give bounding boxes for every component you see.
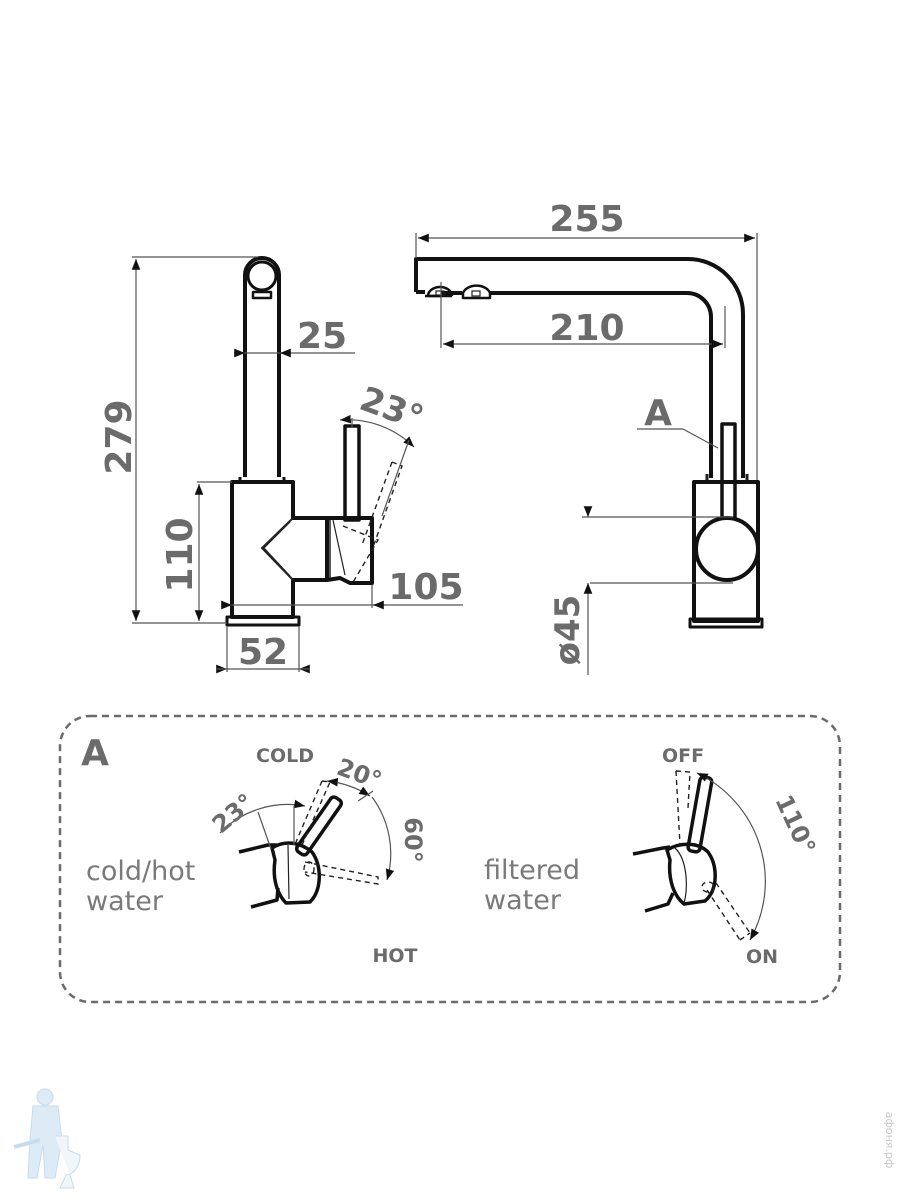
dim-23-label: 23°	[355, 379, 429, 439]
side-spout	[238, 256, 286, 482]
dim-255-label: 255	[549, 199, 624, 240]
mixer-caption-line2: water	[86, 886, 164, 917]
filter-caption-line1: filtered	[484, 855, 580, 886]
side-view: 279 110 25 52 105	[99, 256, 464, 674]
dim-body-height: 110	[160, 481, 232, 621]
site-watermark: афоня.рф	[883, 1112, 896, 1169]
dim-height-total: 279	[99, 256, 258, 624]
dim-279-label: 279	[99, 399, 140, 474]
detail-a-callout: A	[637, 393, 719, 449]
filter-lever-diagram: filtered water OFF ON 110°	[484, 745, 821, 968]
dim-25-label: 25	[297, 316, 347, 357]
mixer-angle-60-label: 60°	[399, 817, 427, 862]
cold-label: COLD	[256, 745, 314, 767]
mixer-angle-20-label: 20°	[333, 753, 385, 795]
off-label: OFF	[662, 745, 704, 767]
detail-a-title: A	[81, 733, 109, 774]
dim-52-label: 52	[238, 632, 288, 673]
dim-210-label: 210	[549, 308, 624, 349]
hot-label: HOT	[372, 945, 417, 967]
plumber-mascot-icon	[13, 1088, 81, 1189]
on-label: ON	[746, 946, 778, 968]
dim-base-width: 52	[216, 626, 310, 674]
mixer-caption-line1: cold/hot	[86, 856, 195, 887]
dim-105-label: 105	[388, 567, 463, 608]
dim-outlet-reach: 210	[440, 282, 726, 349]
front-spout	[414, 257, 749, 482]
detail-a-panel: A cold/hot water COLD HOT 23° 20° 60°	[58, 714, 842, 1004]
mixer-lever-diagram: cold/hot water COLD HOT 23° 20° 60°	[86, 745, 427, 967]
side-body	[225, 424, 403, 627]
mixer-angle-23-label: 23°	[207, 788, 260, 839]
filter-caption-line2: water	[484, 885, 562, 916]
dim-spout-width: 25	[234, 316, 355, 358]
detail-a-ref-label: A	[644, 393, 672, 434]
filter-angle-110-label: 110°	[769, 791, 821, 859]
dim-handle-tilt: 23°	[339, 379, 429, 517]
front-body	[688, 422, 764, 629]
front-view: 255 210 A ø45	[414, 199, 764, 675]
dim-spout-reach: 255	[415, 199, 758, 480]
dim-110-label: 110	[160, 517, 201, 592]
detail-a-frame	[58, 714, 842, 1004]
dim-body-diameter: ø45	[548, 506, 733, 675]
dim-d45-label: ø45	[548, 595, 588, 666]
dim-handle-reach: 105	[221, 567, 464, 610]
